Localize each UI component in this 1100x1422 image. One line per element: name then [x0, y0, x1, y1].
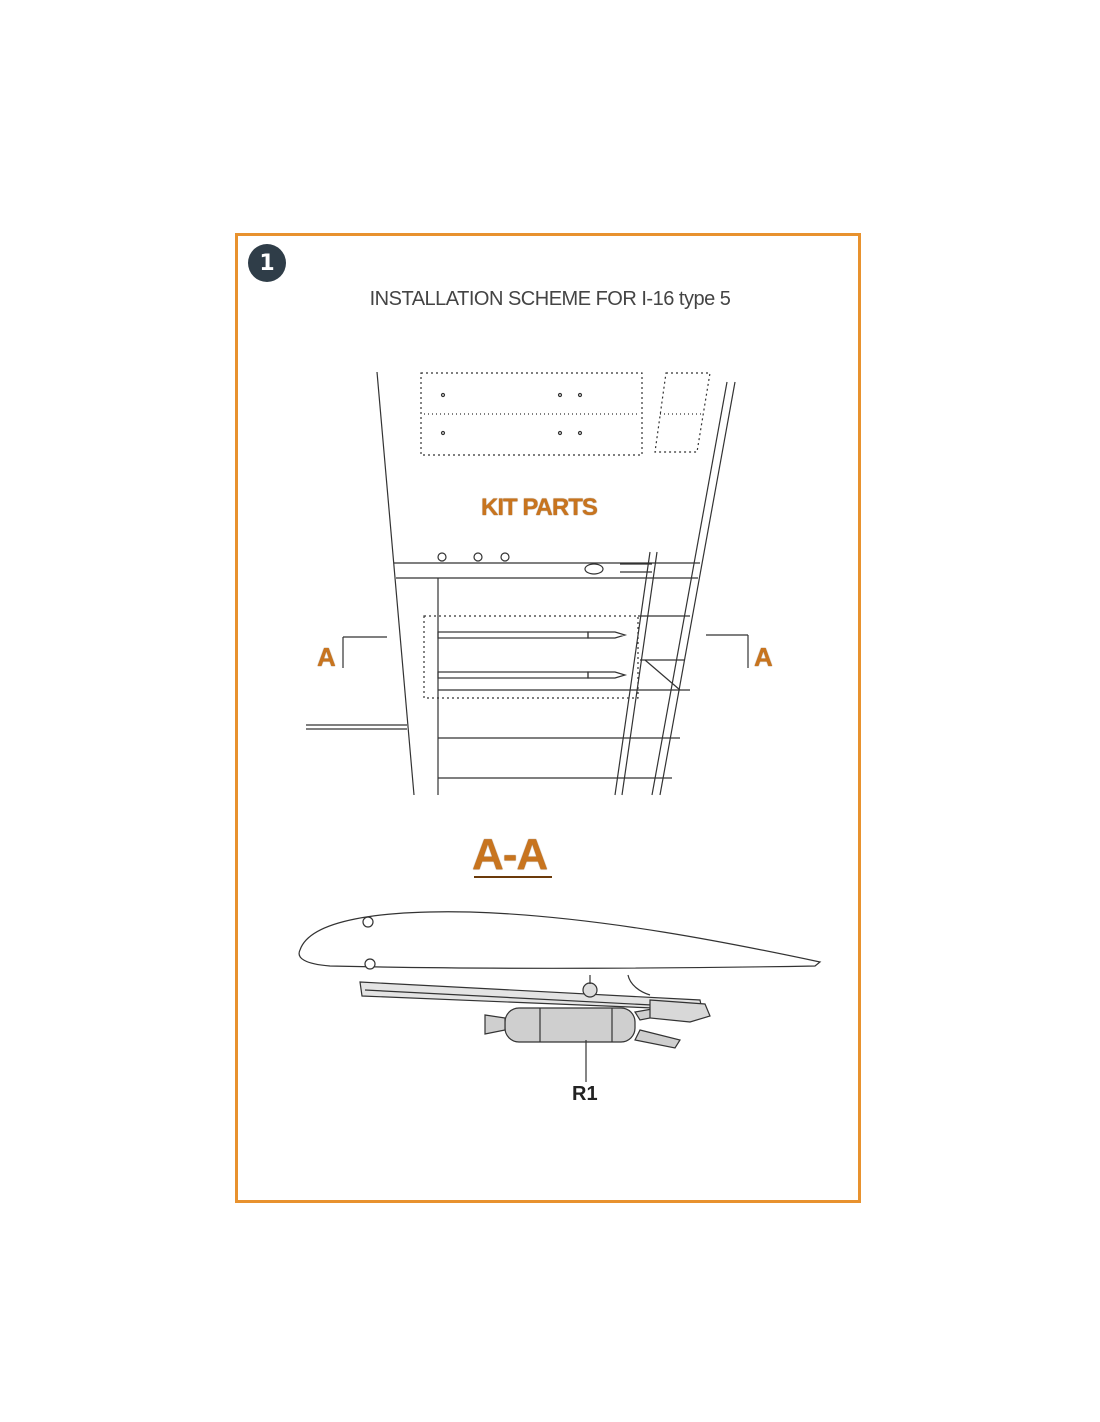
rocket-rail-lower — [437, 671, 589, 679]
kit-parts-label: KIT PARTS — [481, 494, 598, 521]
wing-airfoil-section — [298, 911, 822, 970]
part-callout-r1: R1 — [572, 1083, 598, 1105]
rocket-launcher-r1 — [359, 974, 711, 1082]
access-panel-large — [420, 372, 643, 456]
instruction-frame — [235, 233, 861, 1203]
rail-mount-plate — [423, 615, 639, 699]
section-mark-left: A — [317, 642, 336, 672]
wing-trailing-edge-line — [659, 381, 736, 796]
scheme-title: INSTALLATION SCHEME FOR I-16 type 5 — [369, 288, 731, 310]
wing-leading-edge-line — [376, 371, 415, 796]
rocket-rail-upper-tip — [587, 631, 628, 639]
section-title-underline — [474, 876, 552, 878]
section-view-title: A-A — [472, 830, 548, 879]
rocket-body — [504, 1007, 636, 1043]
section-mark-right: A — [754, 642, 773, 672]
step-number-badge: 1 — [248, 244, 286, 282]
rocket-rail-lower-tip — [587, 671, 628, 679]
rocket-rail-upper — [437, 631, 589, 639]
access-panel-small — [654, 372, 711, 453]
